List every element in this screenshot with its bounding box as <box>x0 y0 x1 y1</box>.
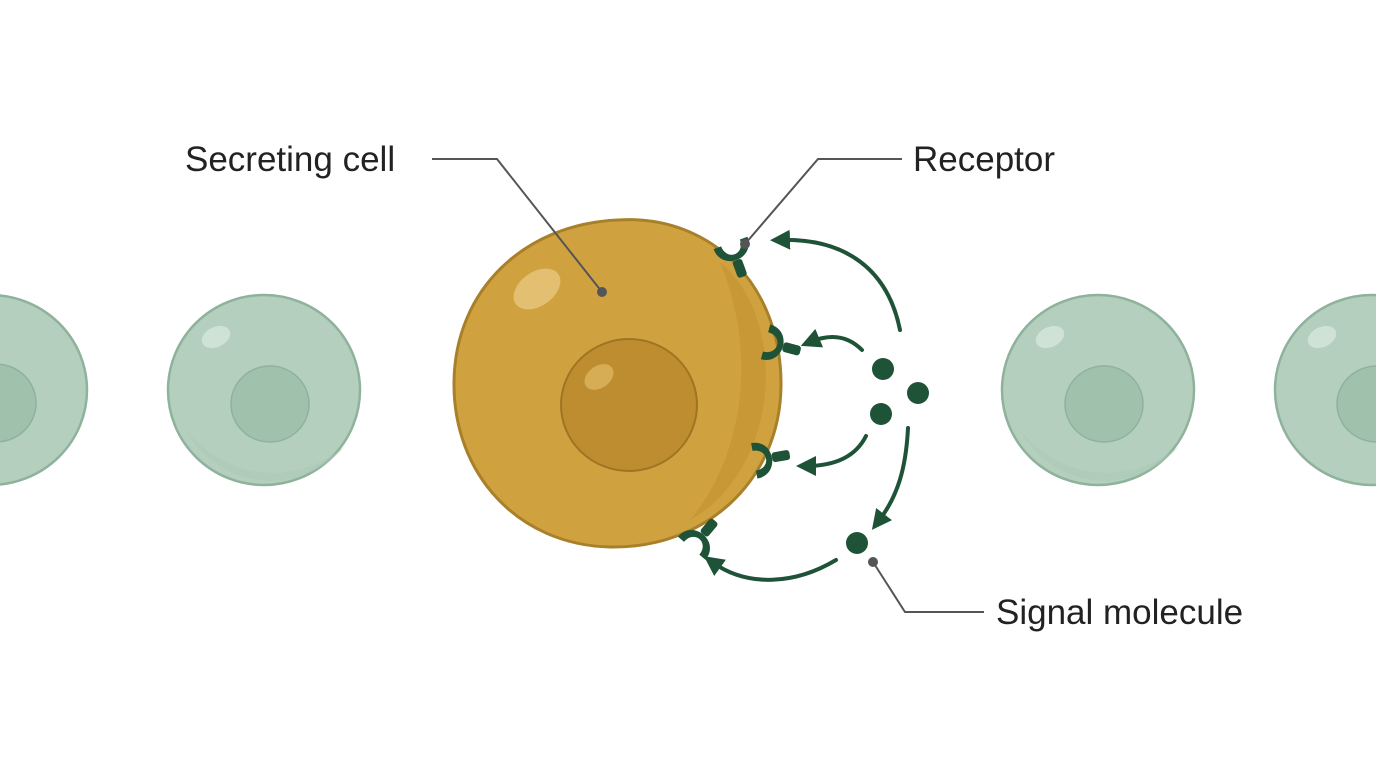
neighbor-cell-right <box>1000 293 1196 487</box>
neighbor-cell-far-left <box>0 294 89 486</box>
signal-molecule-dot <box>872 358 894 380</box>
signal-arrows <box>703 229 910 582</box>
curved-arrow-icon <box>796 434 868 476</box>
signal-molecule-dot <box>907 382 929 404</box>
curved-arrow-icon <box>871 426 910 530</box>
signal-molecule-dot <box>846 532 868 554</box>
receptor-icon <box>713 236 749 278</box>
secreting-cell-leader <box>432 158 603 293</box>
label-secreting-cell: Secreting cell <box>185 140 395 179</box>
secreting-cell-highlight <box>513 268 561 310</box>
receptor-icon <box>677 518 718 560</box>
signal-molecule-leader <box>872 561 984 613</box>
receptors <box>677 236 801 560</box>
secreting-cell-shade <box>690 262 766 520</box>
neighbor-cell-left <box>166 293 362 487</box>
signal-molecules <box>846 358 929 554</box>
label-receptor: Receptor <box>913 140 1055 179</box>
receptor-leader <box>744 158 902 245</box>
receptor-icon <box>751 442 791 479</box>
secreting-cell <box>452 218 783 549</box>
neighbor-cell-far-right <box>1273 293 1376 487</box>
secreting-nucleus-highlight <box>584 364 614 390</box>
curved-arrow-icon <box>800 328 864 352</box>
leader-lines <box>432 158 984 613</box>
label-signal-molecule: Signal molecule <box>996 593 1243 632</box>
curved-arrow-icon <box>703 556 838 582</box>
receptor-icon <box>760 324 801 360</box>
signal-molecule-dot <box>870 403 892 425</box>
secreting-cell-nucleus <box>560 338 698 472</box>
curved-arrow-icon <box>770 229 902 332</box>
leader-dots <box>597 239 878 567</box>
